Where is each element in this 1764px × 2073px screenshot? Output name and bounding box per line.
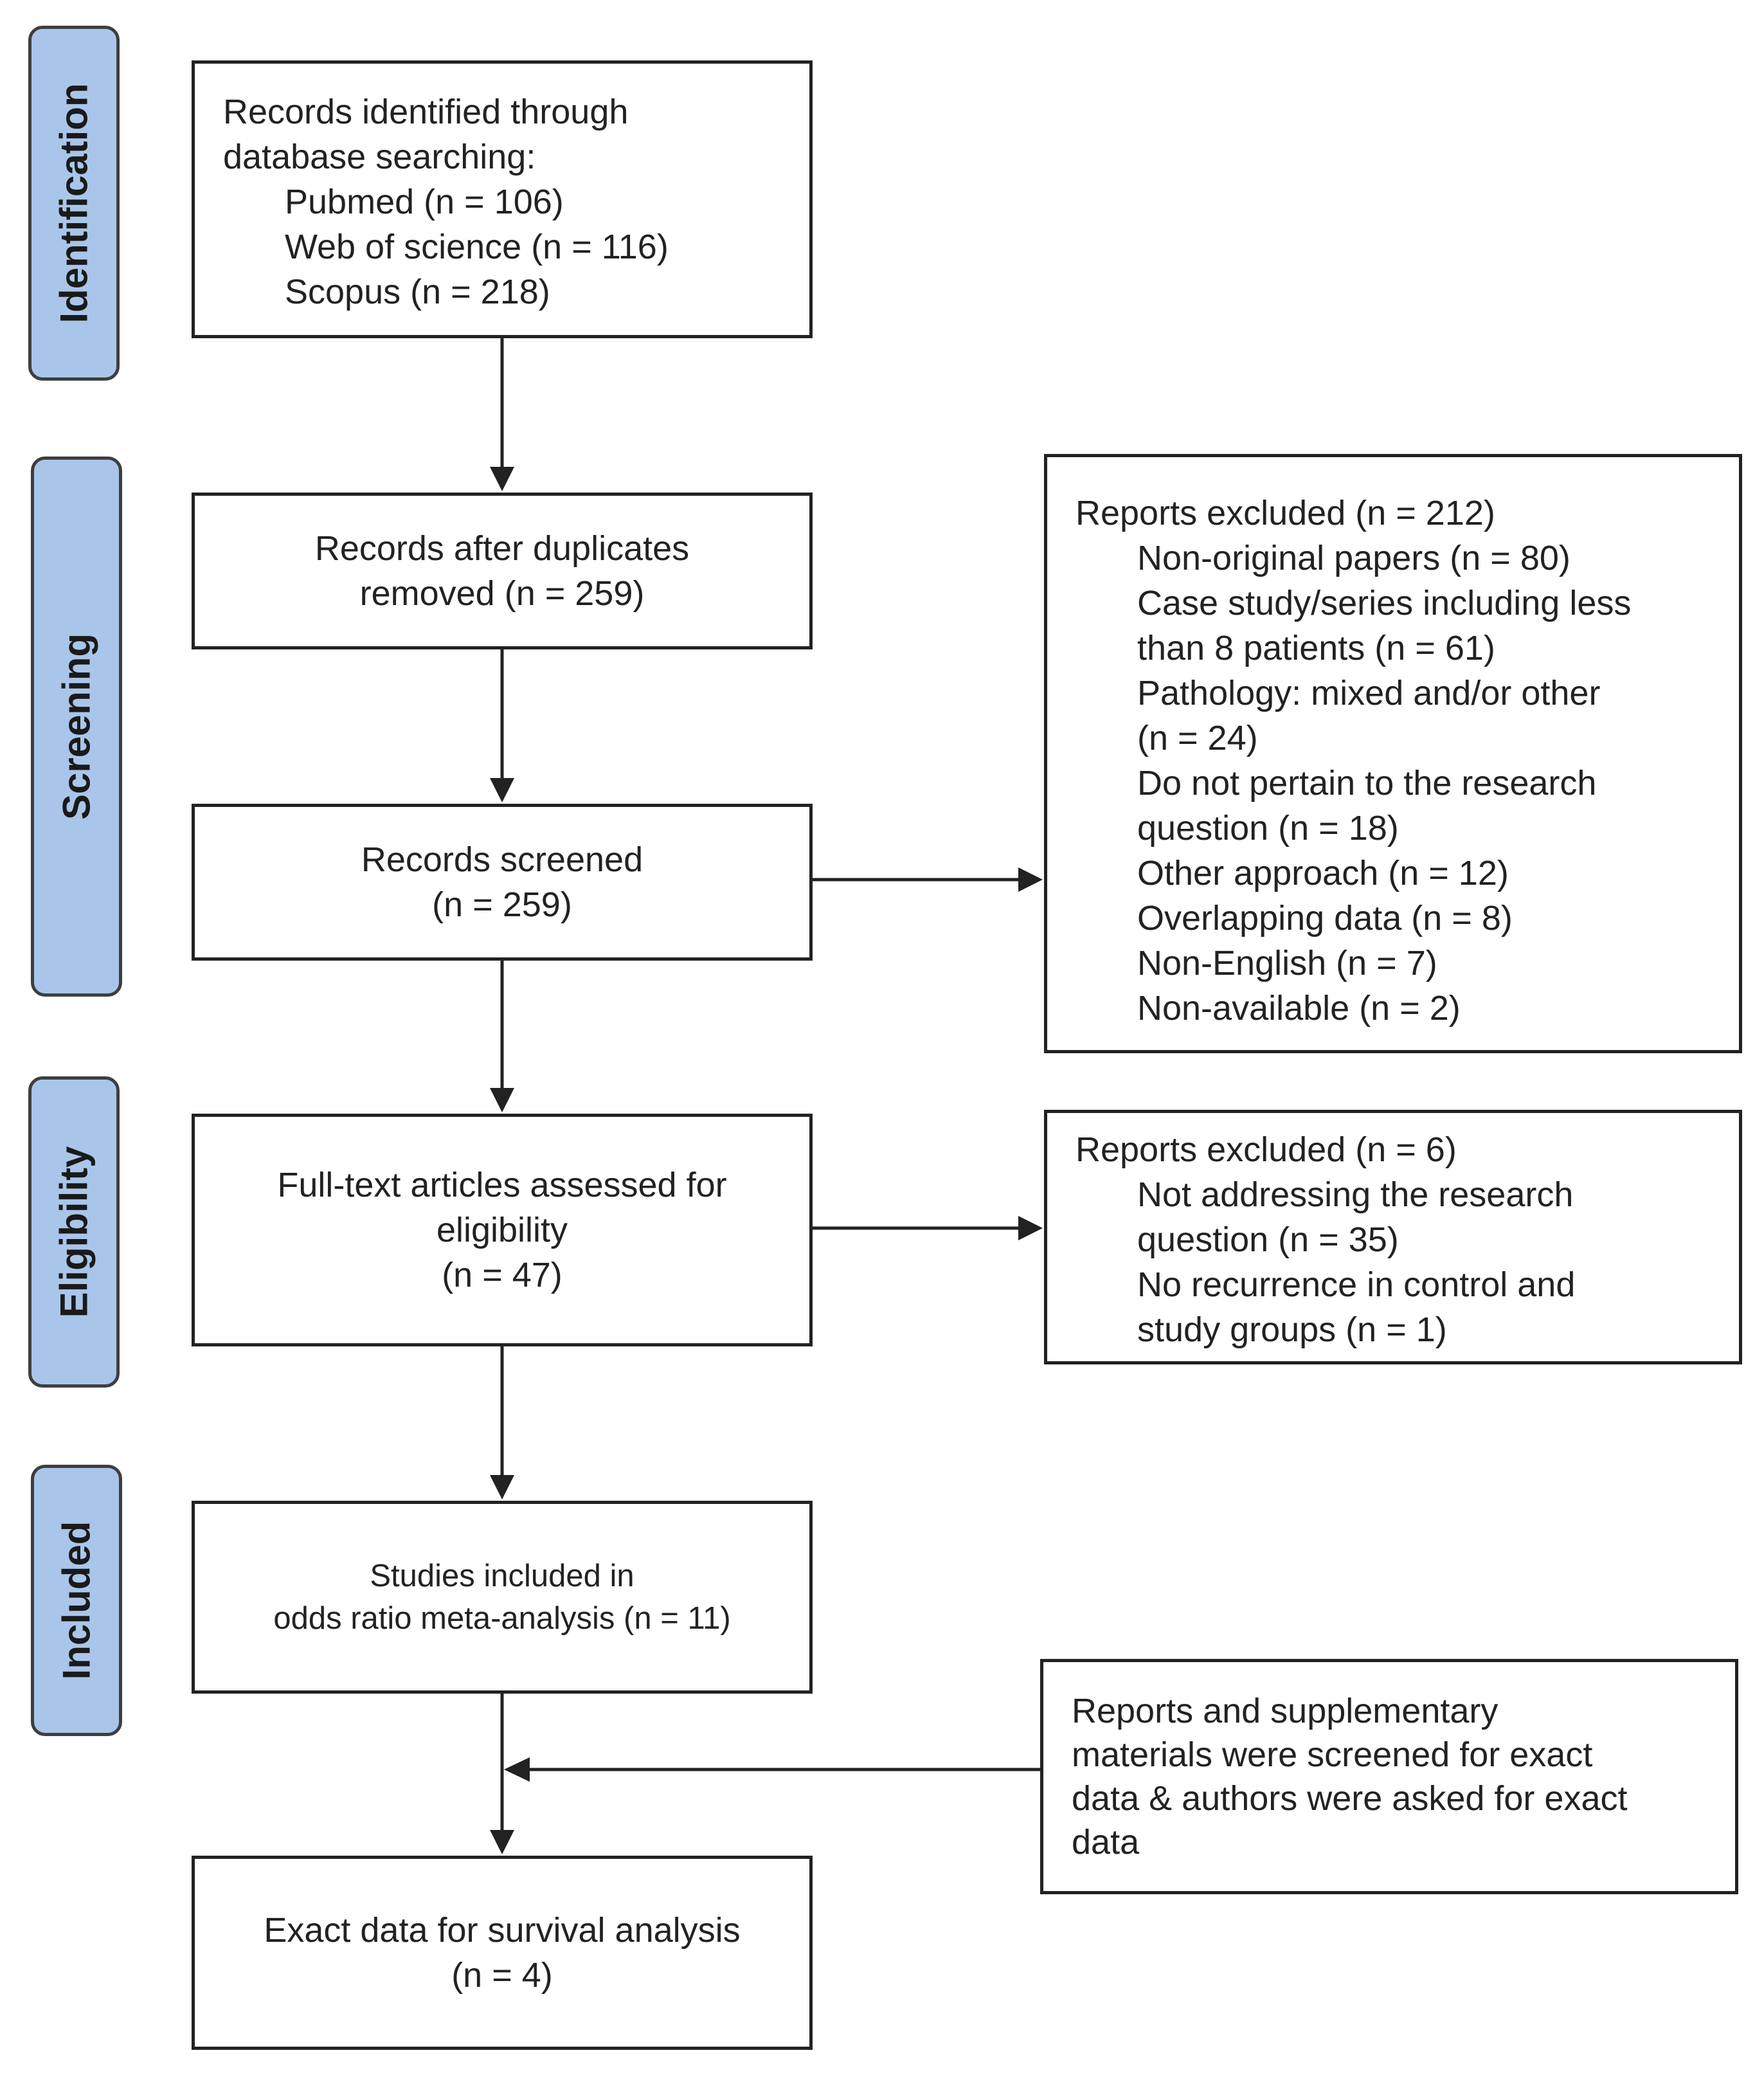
- excluded-screening-header: Reports excluded (n = 212): [1076, 494, 1495, 532]
- phase-screening-label: Screening: [55, 633, 98, 820]
- identified-title-line-2: database searching:: [223, 138, 536, 176]
- phase-eligibility-label: Eligibility: [52, 1146, 96, 1318]
- records-after-duplicates-box: Records after duplicates removed (n = 25…: [192, 493, 813, 649]
- supplementary-box: Reports and supplementary materials were…: [1040, 1659, 1738, 1894]
- excluded-screening-box: Reports excluded (n = 212) Non-original …: [1044, 454, 1742, 1053]
- phase-identification: Identification: [28, 26, 120, 381]
- screened-line-1: Records screened: [361, 840, 644, 879]
- records-screened-box: Records screened (n = 259): [192, 804, 813, 961]
- included-line-1: Studies included in: [370, 1559, 634, 1593]
- excluded-eligibility-header: Reports excluded (n = 6): [1076, 1130, 1457, 1169]
- arrowhead-screened-to-fulltext: [490, 1088, 514, 1112]
- excluded-screening-item: (n = 24): [1137, 719, 1258, 757]
- excluded-screening-item: Other approach (n = 12): [1137, 854, 1509, 892]
- arrowhead-identified-to-duplicates: [490, 467, 514, 491]
- fulltext-line-2: eligibility: [436, 1211, 568, 1249]
- excluded-eligibility-item: No recurrence in control and: [1137, 1265, 1576, 1304]
- fulltext-line-3: (n = 47): [442, 1256, 562, 1294]
- excluded-screening-item: Overlapping data (n = 8): [1137, 899, 1513, 937]
- excluded-screening-item: Pathology: mixed and/or other: [1137, 674, 1601, 712]
- arrowhead-fulltext-to-excluded: [1018, 1216, 1043, 1240]
- included-line-2: odds ratio meta-analysis (n = 11): [273, 1601, 731, 1636]
- phase-included-label: Included: [55, 1521, 98, 1680]
- duplicates-line-1: Records after duplicates: [314, 529, 690, 568]
- identified-pubmed: Pubmed (n = 106): [285, 183, 564, 221]
- excluded-screening-item: Non-English (n = 7): [1137, 944, 1437, 982]
- excluded-eligibility-item: Not addressing the research: [1137, 1175, 1574, 1214]
- identified-scopus: Scopus (n = 218): [285, 273, 550, 311]
- arrowhead-included-to-exact: [490, 1830, 514, 1854]
- phase-identification-label: Identification: [52, 83, 96, 323]
- duplicates-line-2: removed (n = 259): [359, 574, 645, 613]
- exact-line-2: (n = 4): [451, 1956, 553, 1995]
- studies-included-box: Studies included in odds ratio meta-anal…: [192, 1501, 813, 1694]
- supplementary-line-4: data: [1072, 1823, 1140, 1861]
- identified-title-line-1: Records identified through: [223, 93, 629, 131]
- records-identified-box: Records identified through database sear…: [192, 60, 813, 338]
- screened-line-2: (n = 259): [432, 885, 572, 924]
- excluded-screening-item: Case study/series including less: [1137, 584, 1632, 622]
- arrowhead-duplicates-to-screened: [490, 778, 514, 802]
- phase-screening: Screening: [31, 457, 122, 997]
- excluded-eligibility-item: question (n = 35): [1137, 1220, 1399, 1259]
- phase-eligibility: Eligibility: [28, 1076, 120, 1388]
- phase-included: Included: [31, 1465, 122, 1736]
- fulltext-line-1: Full-text articles assessed for: [277, 1166, 727, 1204]
- exact-line-1: Exact data for survival analysis: [264, 1911, 741, 1950]
- supplementary-line-3: data & authors were asked for exact: [1072, 1779, 1628, 1818]
- identified-wos: Web of science (n = 116): [285, 228, 669, 266]
- exact-data-box: Exact data for survival analysis (n = 4): [192, 1856, 813, 2050]
- excluded-screening-item: Non-original papers (n = 80): [1137, 539, 1571, 577]
- supplementary-line-2: materials were screened for exact: [1072, 1735, 1593, 1774]
- excluded-eligibility-item: study groups (n = 1): [1137, 1310, 1447, 1349]
- excluded-screening-item: question (n = 18): [1137, 809, 1399, 847]
- excluded-screening-item: than 8 patients (n = 61): [1137, 629, 1495, 667]
- supplementary-line-1: Reports and supplementary: [1072, 1692, 1498, 1730]
- arrowhead-fulltext-to-included: [490, 1475, 514, 1499]
- arrowhead-screened-to-excluded: [1018, 867, 1043, 892]
- excluded-screening-item: Do not pertain to the research: [1137, 764, 1597, 802]
- fulltext-assessed-box: Full-text articles assessed for eligibil…: [192, 1114, 813, 1346]
- excluded-screening-item: Non-available (n = 2): [1137, 989, 1461, 1027]
- excluded-eligibility-box: Reports excluded (n = 6) Not addressing …: [1044, 1110, 1742, 1364]
- arrowhead-supplementary-to-flow: [504, 1757, 530, 1782]
